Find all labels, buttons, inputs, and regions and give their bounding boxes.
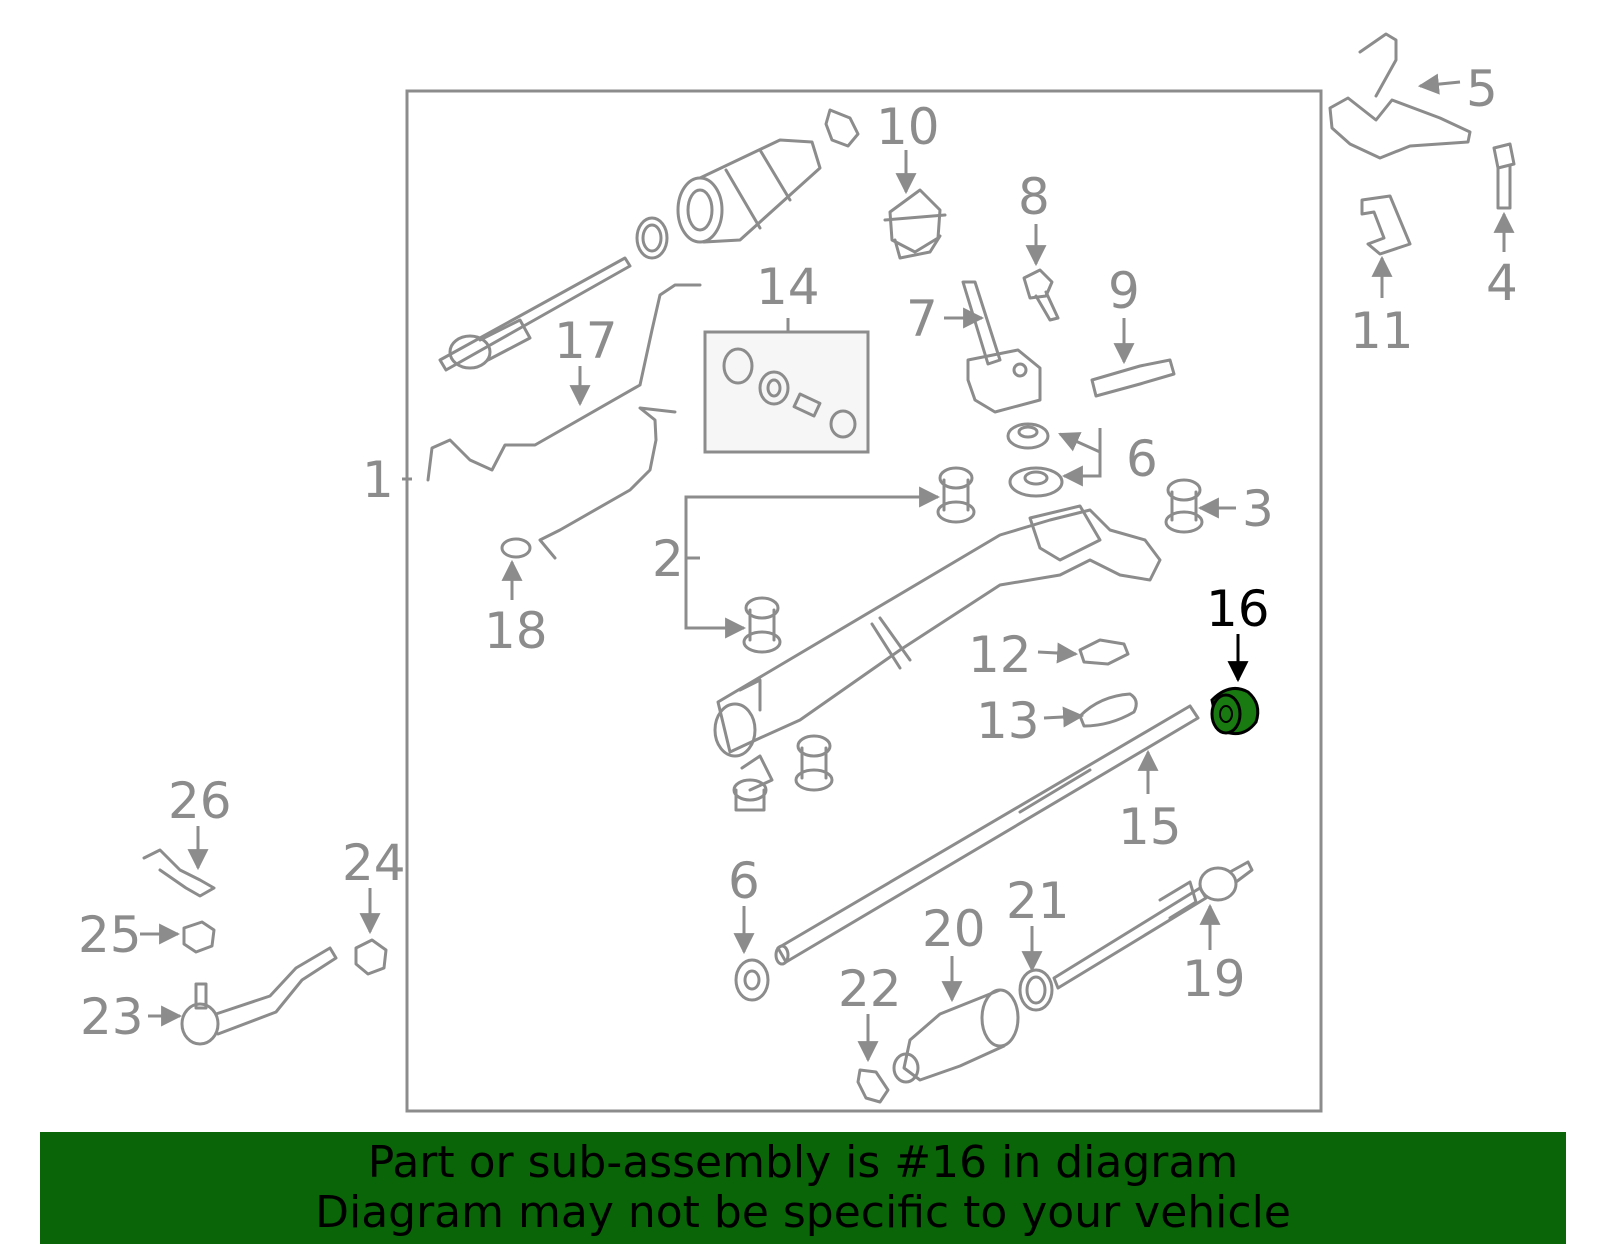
bushings-2 (742, 466, 976, 792)
callout-6-upper: 6 (1126, 430, 1158, 488)
callout-4: 4 (1486, 254, 1518, 312)
callout-26: 26 (168, 772, 232, 830)
outer-parts-23-26 (142, 848, 388, 1046)
part-info-banner: Part or sub-assembly is #16 in diagram D… (40, 1132, 1566, 1244)
parts-diagram: 1 2 3 4 5 6 6 7 8 9 10 11 12 13 14 15 16… (78, 32, 1518, 1113)
inner-tie-rod-19 (1052, 860, 1254, 990)
washer-6-lower (734, 958, 770, 1002)
callout-13: 13 (976, 692, 1040, 750)
bolt-8 (1022, 268, 1060, 322)
callout-18: 18 (484, 602, 548, 660)
clip-11 (1360, 194, 1412, 256)
callout-17: 17 (554, 312, 618, 370)
callout-16: 16 (1206, 580, 1270, 638)
upper-inner-tie-rod (438, 256, 632, 372)
boot-20-ring-21-clip-22 (856, 968, 1054, 1104)
callout-3: 3 (1242, 480, 1274, 538)
callout-2: 2 (652, 530, 684, 588)
parts-12-13 (1078, 638, 1138, 728)
pipe-17 (426, 283, 702, 482)
rack-bar-15 (774, 704, 1200, 966)
part-10 (883, 188, 947, 260)
callout-8: 8 (1018, 168, 1050, 226)
callout-11: 11 (1350, 302, 1414, 360)
callout-labels: 1 2 3 4 5 6 6 7 8 9 10 11 12 13 14 15 16… (78, 60, 1518, 1046)
kit-parts-14 (722, 347, 857, 439)
callout-24: 24 (342, 834, 406, 892)
callout-10: 10 (876, 98, 940, 156)
pinion-7 (961, 280, 1042, 414)
bushing-16-highlighted (1210, 686, 1260, 736)
banner-line-2: Diagram may not be specific to your vehi… (315, 1187, 1291, 1238)
callout-20: 20 (922, 900, 986, 958)
callout-9: 9 (1108, 262, 1140, 320)
upper-boot (635, 108, 860, 260)
washers-6-upper (1006, 422, 1064, 498)
callout-25: 25 (78, 906, 142, 964)
bolt-4 (1492, 142, 1516, 210)
rack-housing (713, 504, 1162, 812)
callout-14: 14 (756, 258, 820, 316)
callout-arrows (140, 73, 1515, 1063)
banner-line-1: Part or sub-assembly is #16 in diagram (367, 1137, 1239, 1188)
callout-21: 21 (1006, 872, 1070, 930)
sensor-9 (1090, 358, 1176, 398)
callout-22: 22 (838, 960, 902, 1018)
callout-5: 5 (1466, 60, 1498, 118)
pipe-18 (538, 406, 677, 560)
assembly-frame (405, 89, 1323, 1113)
callout-1: 1 (362, 451, 394, 509)
callout-23: 23 (80, 988, 144, 1046)
callout-7: 7 (906, 290, 938, 348)
bracket-5 (1328, 32, 1472, 160)
callout-19: 19 (1182, 950, 1246, 1008)
callout-6-lower: 6 (728, 852, 760, 910)
callout-15: 15 (1118, 798, 1182, 856)
callout-12: 12 (968, 626, 1032, 684)
bushing-3 (1164, 478, 1204, 534)
